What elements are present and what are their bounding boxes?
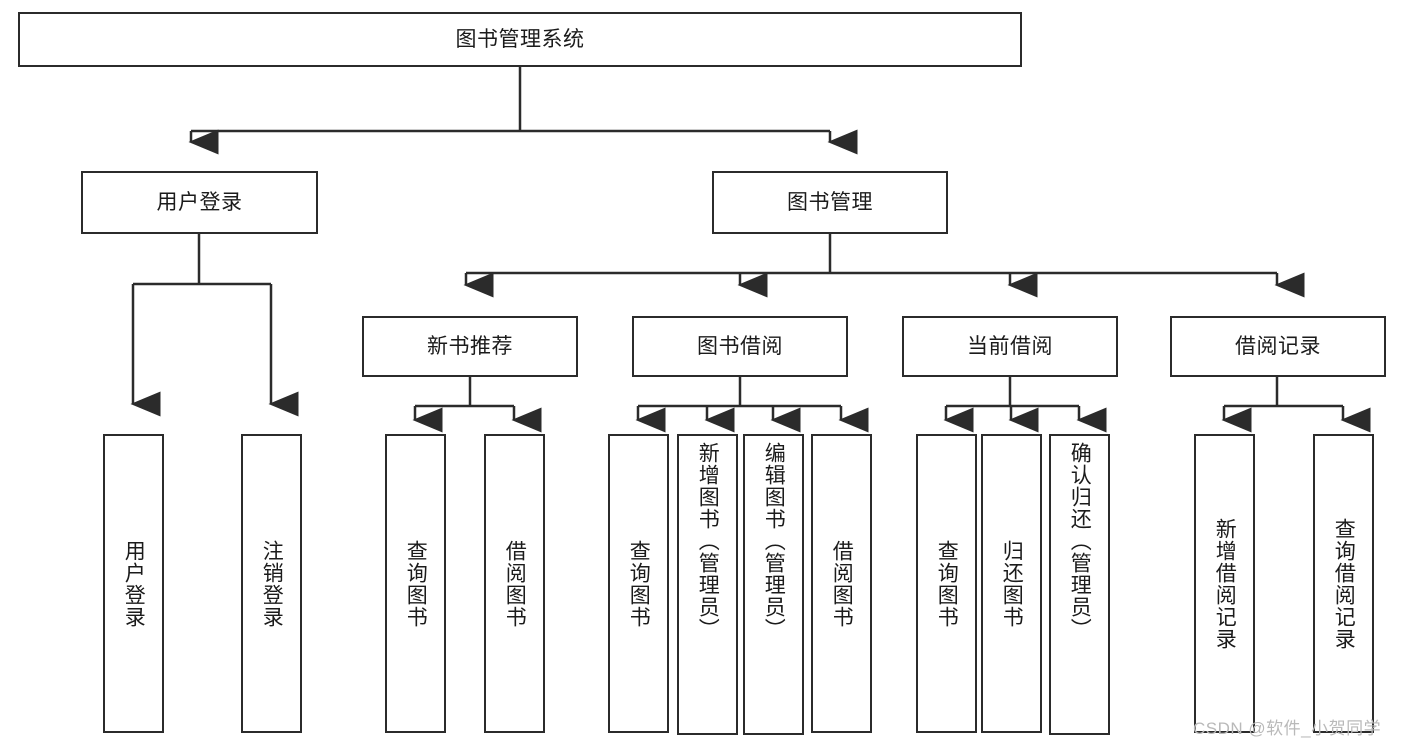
leaf-borrow-book[interactable]: 借阅图书 (811, 434, 872, 733)
node-label: 查询借阅记录 (1332, 517, 1356, 650)
leaf-query-book-current[interactable]: 查询图书 (916, 434, 977, 733)
leaf-user-login[interactable]: 用户登录 (103, 434, 164, 733)
node-book-management[interactable]: 图书管理 (712, 171, 948, 234)
leaf-add-borrow-record[interactable]: 新增借阅记录 (1194, 434, 1255, 733)
node-label: 借阅图书 (830, 539, 854, 628)
node-label: 新书推荐 (427, 334, 513, 358)
leaf-add-book-admin[interactable]: 新增图书（管理员） (677, 434, 738, 735)
node-user-login[interactable]: 用户登录 (81, 171, 318, 234)
node-new-book-recommendation[interactable]: 新书推荐 (362, 316, 578, 377)
leaf-user-logout[interactable]: 注销登录 (241, 434, 302, 733)
node-current-borrowing[interactable]: 当前借阅 (902, 316, 1118, 377)
node-label: 图书管理系统 (455, 27, 585, 51)
node-label: 借阅图书 (503, 539, 527, 628)
node-label: 编辑图书（管理员） (762, 442, 786, 640)
node-label: 图书借阅 (697, 334, 783, 358)
node-label: 图书管理 (787, 190, 873, 214)
node-label: 确认归还（管理员） (1068, 442, 1092, 640)
node-label: 查询图书 (627, 539, 651, 628)
node-label: 新增图书（管理员） (696, 442, 720, 640)
leaf-return-book[interactable]: 归还图书 (981, 434, 1042, 733)
node-label: 用户登录 (156, 190, 243, 214)
node-book-borrowing[interactable]: 图书借阅 (632, 316, 848, 377)
leaf-query-borrow-record[interactable]: 查询借阅记录 (1313, 434, 1374, 733)
leaf-query-book-new[interactable]: 查询图书 (385, 434, 446, 733)
node-label: 注销登录 (260, 539, 284, 628)
node-label: 用户登录 (122, 539, 146, 628)
node-label: 新增借阅记录 (1213, 517, 1237, 650)
leaf-edit-book-admin[interactable]: 编辑图书（管理员） (743, 434, 804, 735)
node-label: 查询图书 (404, 539, 428, 628)
node-label: 当前借阅 (967, 334, 1053, 358)
node-label: 借阅记录 (1235, 334, 1321, 358)
leaf-query-book-borrow[interactable]: 查询图书 (608, 434, 669, 733)
node-label: 归还图书 (1000, 539, 1024, 628)
leaf-confirm-return-admin[interactable]: 确认归还（管理员） (1049, 434, 1110, 735)
node-borrowing-records[interactable]: 借阅记录 (1170, 316, 1386, 377)
leaf-borrow-book-new[interactable]: 借阅图书 (484, 434, 545, 733)
node-label: 查询图书 (935, 539, 959, 628)
node-root-system[interactable]: 图书管理系统 (18, 12, 1022, 67)
